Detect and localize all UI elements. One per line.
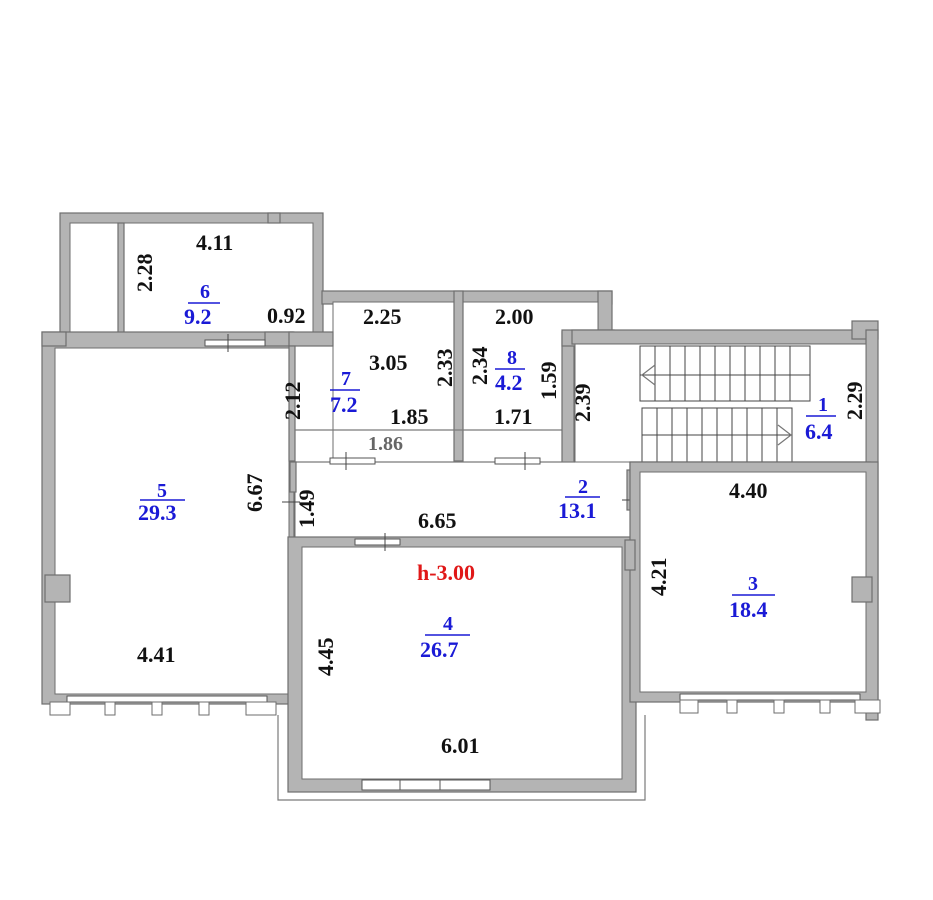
dim-room3-depth: 4.21 xyxy=(646,558,671,597)
dim-room4-width: 6.01 xyxy=(441,733,480,758)
dim-room6-width: 4.11 xyxy=(196,230,233,255)
room-number: 2 xyxy=(578,476,588,498)
room-3-walls xyxy=(624,461,881,714)
room-label-2: 2 13.1 xyxy=(558,476,600,523)
room-area: 18.4 xyxy=(729,597,768,622)
dim-room7-left: 2.12 xyxy=(280,382,305,421)
room-number: 1 xyxy=(818,394,828,416)
room-2-walls xyxy=(282,452,640,539)
room-6-walls xyxy=(59,212,324,346)
room-number: 4 xyxy=(443,613,453,635)
dimension-labels: 4.11 2.28 0.92 2.25 3.05 2.12 2.33 1.85 … xyxy=(132,230,867,758)
dim-corridor-side: 2.39 xyxy=(570,384,595,423)
dim-room7-top: 2.25 xyxy=(363,304,402,329)
room-number: 5 xyxy=(157,480,167,502)
room-number: 7 xyxy=(341,368,351,390)
dim-room2-width: 6.65 xyxy=(418,508,457,533)
room-area: 6.4 xyxy=(805,419,833,444)
dim-room7-bottom: 1.85 xyxy=(390,404,429,429)
room-area: 26.7 xyxy=(420,637,459,662)
dim-room3-width: 4.40 xyxy=(729,478,768,503)
stair-arrow-left-icon xyxy=(641,364,656,386)
room-number: 3 xyxy=(748,573,758,595)
dim-room7-lower: 1.86 xyxy=(368,433,403,455)
stair-treads-lower xyxy=(642,408,792,462)
room-label-6: 6 9.2 xyxy=(184,281,220,329)
room-label-5: 5 29.3 xyxy=(138,480,185,525)
dim-room2-depth: 1.49 xyxy=(294,490,319,529)
dim-room8-top: 2.00 xyxy=(495,304,534,329)
room-4-walls xyxy=(277,533,646,801)
room-label-1: 1 6.4 xyxy=(805,394,836,444)
room-number: 6 xyxy=(200,281,210,303)
room-number: 8 xyxy=(507,347,517,369)
dim-room6-notch: 0.92 xyxy=(267,303,306,328)
room-area: 13.1 xyxy=(558,498,597,523)
dim-room5-depth: 6.67 xyxy=(242,474,267,513)
room-label-3: 3 18.4 xyxy=(729,573,775,622)
room-label-4: 4 26.7 xyxy=(420,613,470,662)
room-5-walls xyxy=(41,331,295,716)
dim-room5-width: 4.41 xyxy=(137,642,176,667)
room-area: 29.3 xyxy=(138,500,177,525)
room-labels: 1 6.4 2 13.1 3 18.4 4 26.7 5 29.3 6 9.2 xyxy=(138,281,836,662)
dim-room6-depth: 2.28 xyxy=(132,254,157,293)
ceiling-height-label: h-3.00 xyxy=(417,560,475,585)
room-label-7: 7 7.2 xyxy=(330,368,360,417)
dim-room8-left: 2.34 xyxy=(467,347,492,386)
stair-treads-upper xyxy=(640,346,810,401)
dim-room8-bottom: 1.71 xyxy=(494,404,533,429)
room-area: 7.2 xyxy=(330,392,358,417)
dim-room7-right: 2.33 xyxy=(432,349,457,388)
room-area: 9.2 xyxy=(184,304,212,329)
room-area: 4.2 xyxy=(495,370,523,395)
dim-room8-right: 1.59 xyxy=(536,362,561,401)
dim-room4-depth: 4.45 xyxy=(313,638,338,677)
dim-stair-depth: 2.29 xyxy=(842,382,867,421)
dim-room7-inner: 3.05 xyxy=(369,350,408,375)
stair-arrow-right-icon xyxy=(777,424,792,446)
room-label-8: 8 4.2 xyxy=(495,347,525,395)
